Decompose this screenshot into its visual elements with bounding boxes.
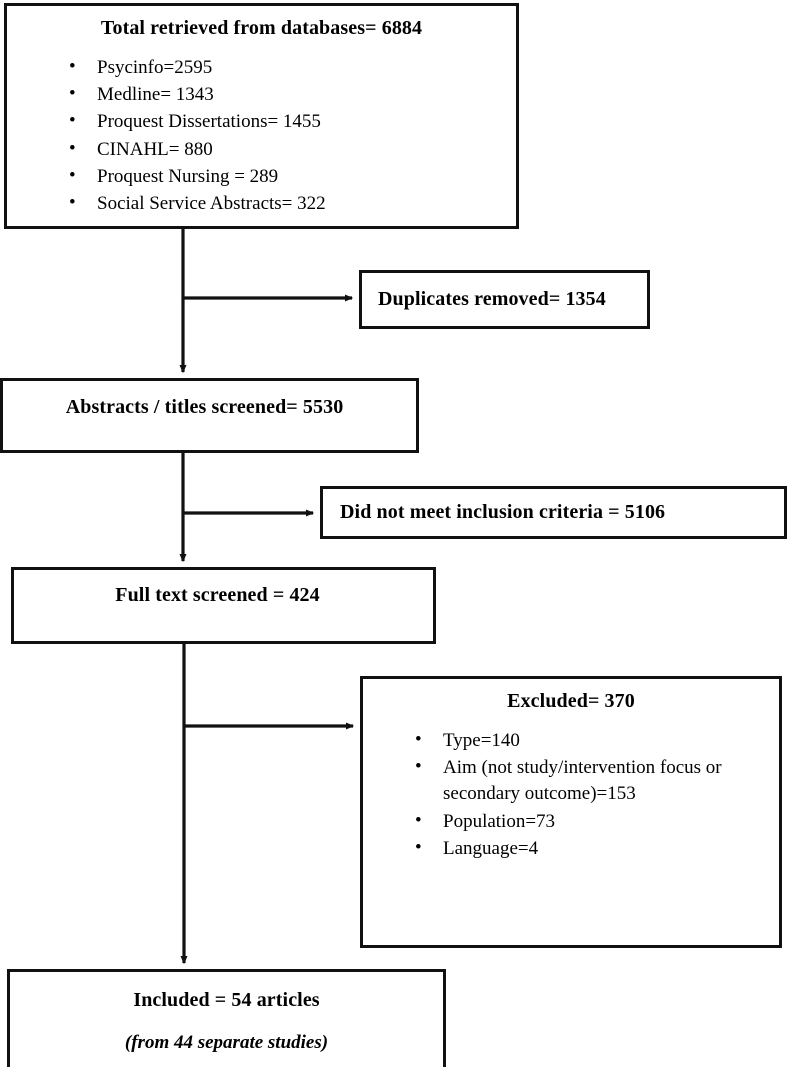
list-item: Population=73 bbox=[411, 808, 767, 835]
list-item: Aim (not study/intervention focus or sec… bbox=[411, 754, 767, 807]
node-total-retrieved-list: Psycinfo=2595 Medline= 1343 Proquest Dis… bbox=[65, 54, 502, 217]
node-included: Included = 54 articles (from 44 separate… bbox=[7, 969, 446, 1067]
node-duplicates-removed-title: Duplicates removed= 1354 bbox=[378, 288, 606, 310]
node-excluded: Excluded= 370 Type=140 Aim (not study/in… bbox=[360, 676, 782, 948]
node-full-text-screened-title: Full text screened = 424 bbox=[115, 584, 320, 606]
node-abstracts-screened-title: Abstracts / titles screened= 5530 bbox=[65, 396, 344, 418]
node-duplicates-removed: Duplicates removed= 1354 bbox=[359, 270, 650, 329]
node-abstracts-screened: Abstracts / titles screened= 5530 bbox=[0, 378, 419, 453]
node-included-subtitle: (from 44 separate studies) bbox=[124, 1032, 329, 1053]
list-item: Social Service Abstracts= 322 bbox=[65, 190, 502, 217]
node-total-retrieved: Total retrieved from databases= 6884 Psy… bbox=[4, 3, 519, 229]
node-excluded-title: Excluded= 370 bbox=[507, 690, 635, 712]
list-item: Psycinfo=2595 bbox=[65, 54, 502, 81]
list-item: Language=4 bbox=[411, 835, 767, 862]
node-included-title: Included = 54 articles bbox=[133, 989, 320, 1011]
node-full-text-screened: Full text screened = 424 bbox=[11, 567, 436, 644]
node-excluded-list: Type=140 Aim (not study/intervention foc… bbox=[411, 727, 767, 862]
list-item: Type=140 bbox=[411, 727, 767, 754]
node-did-not-meet-criteria: Did not meet inclusion criteria = 5106 bbox=[320, 486, 787, 539]
node-total-retrieved-title: Total retrieved from databases= 6884 bbox=[100, 17, 423, 39]
node-did-not-meet-criteria-title: Did not meet inclusion criteria = 5106 bbox=[340, 501, 666, 523]
list-item: CINAHL= 880 bbox=[65, 136, 502, 163]
list-item: Proquest Nursing = 289 bbox=[65, 163, 502, 190]
list-item: Proquest Dissertations= 1455 bbox=[65, 108, 502, 135]
list-item: Medline= 1343 bbox=[65, 81, 502, 108]
